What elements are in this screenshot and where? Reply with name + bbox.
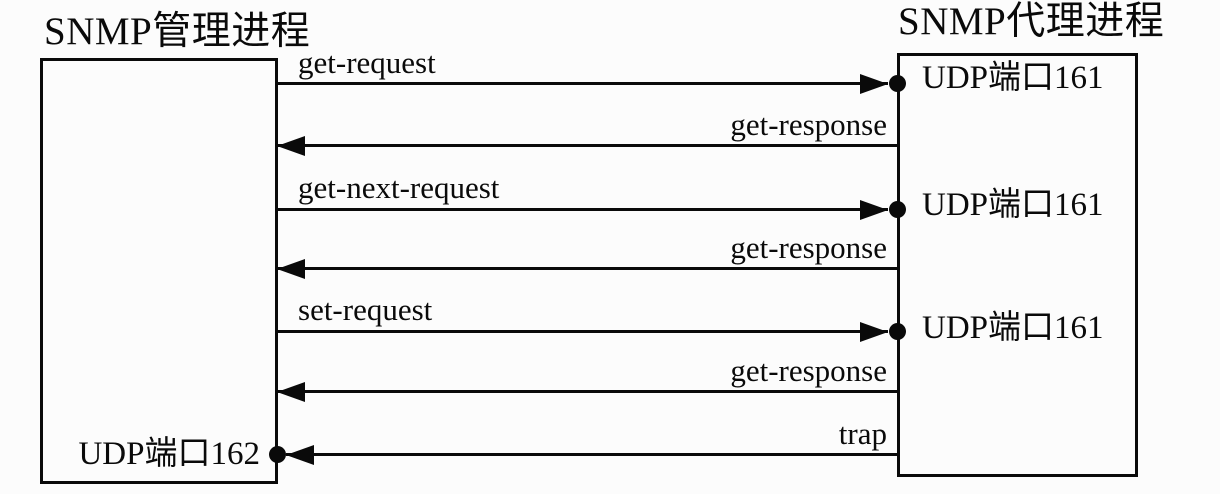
- get-response-arrow-3: [277, 390, 898, 393]
- get-response-label-3: get-response: [730, 353, 887, 388]
- agent-port-161-label-2: UDP端口161: [922, 187, 1104, 223]
- agent-port-161-label-3: UDP端口161: [922, 310, 1104, 346]
- get-request-arrow: [277, 82, 888, 85]
- manager-port-162-label: UDP端口162: [78, 436, 260, 472]
- agent-port-161-label-1: UDP端口161: [922, 60, 1104, 96]
- trap-arrow: [286, 453, 898, 456]
- manager-process-box: [40, 58, 278, 484]
- set-request-arrow: [277, 330, 888, 333]
- agent-port-dot-2: [889, 201, 906, 218]
- get-next-request-arrow: [277, 208, 888, 211]
- agent-port-dot-3: [889, 323, 906, 340]
- get-response-arrow-1: [277, 144, 898, 147]
- trap-label: trap: [838, 416, 887, 451]
- agent-process-title: SNMP代理进程: [898, 0, 1165, 43]
- get-response-label-1: get-response: [730, 107, 887, 142]
- get-response-label-2: get-response: [730, 230, 887, 265]
- manager-port-dot: [269, 446, 286, 463]
- get-request-label: get-request: [298, 45, 436, 80]
- agent-port-dot-1: [889, 75, 906, 92]
- agent-process-box: [897, 53, 1138, 477]
- manager-process-title: SNMP管理进程: [44, 10, 311, 53]
- set-request-label: set-request: [298, 292, 433, 327]
- get-response-arrow-2: [277, 267, 898, 270]
- get-next-request-label: get-next-request: [298, 170, 500, 205]
